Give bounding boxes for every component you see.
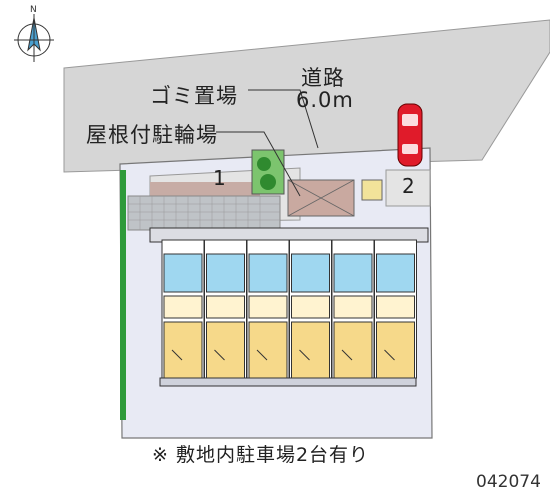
- garbage-box: [361, 179, 383, 201]
- unit-kitchen: [333, 295, 373, 319]
- north-arrow-icon: N: [14, 5, 54, 62]
- hedge-left: [120, 170, 126, 420]
- property-code: 042074: [476, 472, 541, 492]
- bicycle-leader: [216, 131, 301, 197]
- bicycle-label: 屋根付駐輪場: [86, 123, 218, 147]
- garbage-leader: [248, 89, 319, 149]
- unit-wet-area: [163, 253, 203, 293]
- unit-kitchen: [291, 295, 330, 319]
- grid-lines: [128, 196, 280, 230]
- apartment-units: [149, 227, 429, 387]
- garbage-label: ゴミ置場: [150, 84, 238, 108]
- parking-space-2-label: 2: [402, 174, 415, 198]
- unit-wet-area: [248, 253, 288, 293]
- road-area: [63, 19, 550, 173]
- unit-door-swing: [256, 349, 268, 361]
- unit-wet-area: [206, 253, 245, 293]
- car-icon: [397, 103, 423, 167]
- unit-kitchen: [248, 295, 288, 319]
- unit-room: [333, 321, 373, 379]
- unit-door-swing: [214, 349, 225, 361]
- unit-room: [248, 321, 288, 379]
- unit-wet-area: [333, 253, 373, 293]
- unit-kitchen: [206, 295, 245, 319]
- unit-door-swing: [384, 349, 395, 361]
- entrance-grid: [127, 195, 281, 231]
- unit-room: [376, 321, 415, 379]
- unit-room: [206, 321, 245, 379]
- unit-kitchen: [376, 295, 415, 319]
- unit-door-swing: [299, 349, 310, 361]
- parking-2-bay: [385, 169, 431, 207]
- balcony: [159, 377, 417, 387]
- parking-space-1-label: 1: [213, 166, 226, 190]
- unit-door-swing: [171, 349, 183, 361]
- north-label: N: [30, 5, 37, 15]
- unit-room: [291, 321, 330, 379]
- unit-room: [163, 321, 203, 379]
- road-width-label: 6.0m: [296, 88, 354, 112]
- parking-1-strip: [150, 182, 260, 196]
- unit-wet-area: [291, 253, 330, 293]
- unit-wet-area: [376, 253, 415, 293]
- unit-kitchen: [163, 295, 203, 319]
- tree-icon: [260, 174, 276, 190]
- unit-door-swing: [341, 349, 353, 361]
- road-name-label: 道路: [301, 66, 345, 90]
- footnote: ※ 敷地内駐車場2台有り: [152, 444, 370, 466]
- tree-icon: [257, 157, 271, 171]
